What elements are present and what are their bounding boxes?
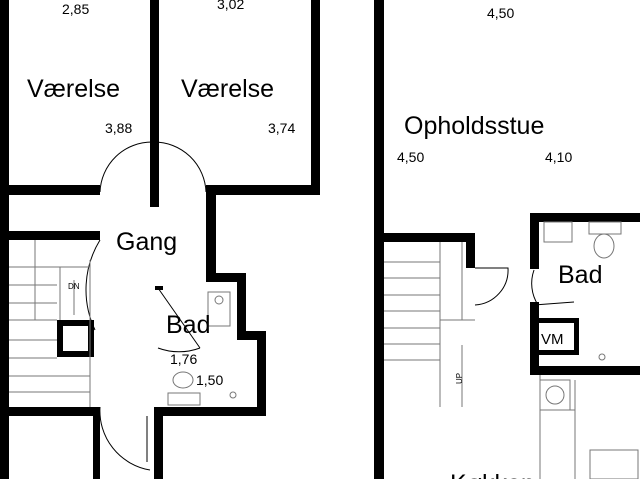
stair-up-label: UP (455, 373, 464, 384)
bath2-left-wall-upper (530, 213, 539, 269)
bath2-door-swing (531, 269, 539, 306)
room1-dim-side: 3,88 (105, 120, 132, 136)
room2-dim-side: 3,74 (268, 120, 295, 136)
room1-door-swing (99, 141, 153, 193)
washbasin-icon (207, 291, 231, 327)
hall-arc (85, 239, 101, 331)
bath1-door-leaf (157, 287, 201, 349)
stair-core-top (57, 320, 94, 326)
vm-right-wall (574, 318, 579, 353)
bath1-top-wall (206, 273, 246, 282)
party-wall (374, 0, 384, 479)
bath2-tank-icon (588, 221, 622, 235)
hall-lower-arc (99, 406, 151, 471)
hall-label: Gang (116, 228, 177, 256)
lower-left-wall (93, 416, 100, 479)
room-labels: 2,85 Værelse 3,88 3,02 Værelse 3,74 Gang… (27, 0, 602, 479)
door-swings (85, 141, 575, 471)
room2-door-swing (153, 141, 207, 193)
bath2-drain-icon (598, 353, 606, 361)
left-stairs: DN (9, 240, 91, 407)
utility-label: VM (541, 331, 564, 348)
right-unit-walls (374, 0, 640, 479)
stair-wall-right (466, 233, 475, 268)
room1-label: Værelse (27, 75, 120, 103)
living-label: Opholdsstue (404, 112, 544, 140)
living-dim-top: 4,50 (487, 5, 514, 21)
room1-bottom-wall (0, 185, 100, 195)
bath2-door-leaf (533, 301, 575, 306)
stair-core-bottom (57, 351, 94, 357)
toilet-icon (172, 371, 194, 389)
bath1-step-wall (237, 331, 266, 340)
bath1-dim-a: 1,76 (170, 351, 197, 367)
living-dim-right: 4,10 (545, 149, 572, 165)
vm-bottom-wall (534, 350, 579, 355)
kitchen-stove-icon (539, 379, 571, 411)
lower-divider-wall (154, 407, 163, 479)
room2-right-wall (311, 0, 320, 195)
room2-label: Værelse (181, 75, 274, 103)
room2-bottom-wall (206, 185, 320, 195)
living-door-swing (474, 267, 509, 306)
bath1-door-swing (157, 347, 201, 353)
bath1-door-stub (155, 286, 163, 290)
bath2-bottom-wall (530, 366, 640, 375)
bath2-toilet-icon (593, 233, 615, 259)
bath2-label: Bad (558, 261, 602, 289)
vm-top-wall (534, 318, 579, 323)
bath2-top-wall (530, 213, 640, 222)
bath2-left-wall-lower (530, 302, 539, 375)
left-unit-walls (0, 0, 320, 479)
fixtures (167, 221, 639, 479)
right-stairs: UP (384, 242, 475, 407)
stair-core-left (57, 320, 63, 357)
room1-dim-top: 2,85 (62, 1, 89, 17)
bath1-bottom-wall (154, 407, 266, 416)
bath1-upper-wall (206, 185, 216, 281)
toilet-tank-icon (167, 392, 201, 406)
kitchen-label: Køkken (450, 470, 535, 479)
stair-dn-label: DN (68, 282, 80, 291)
stair-top-wall (0, 231, 100, 240)
bath2-sink-icon (543, 221, 573, 243)
room2-dim-top: 3,02 (217, 0, 244, 12)
stair-bottom-wall (0, 407, 100, 416)
bath1-label: Bad (166, 311, 210, 339)
living-dim-left: 4,50 (397, 149, 424, 165)
room-divider-wall (150, 0, 159, 207)
stair-top-wall-right (384, 233, 474, 242)
kitchen-appliance-icon (589, 449, 639, 479)
stair-core-right (88, 320, 94, 357)
shower-drain-icon (229, 391, 237, 399)
bath1-right-wall (257, 331, 266, 416)
kitchen-burner-icon (545, 385, 565, 405)
bath1-dim-b: 1,50 (196, 372, 223, 388)
washbasin-drain-icon (214, 295, 224, 305)
bath1-right-wall-upper (237, 273, 246, 339)
